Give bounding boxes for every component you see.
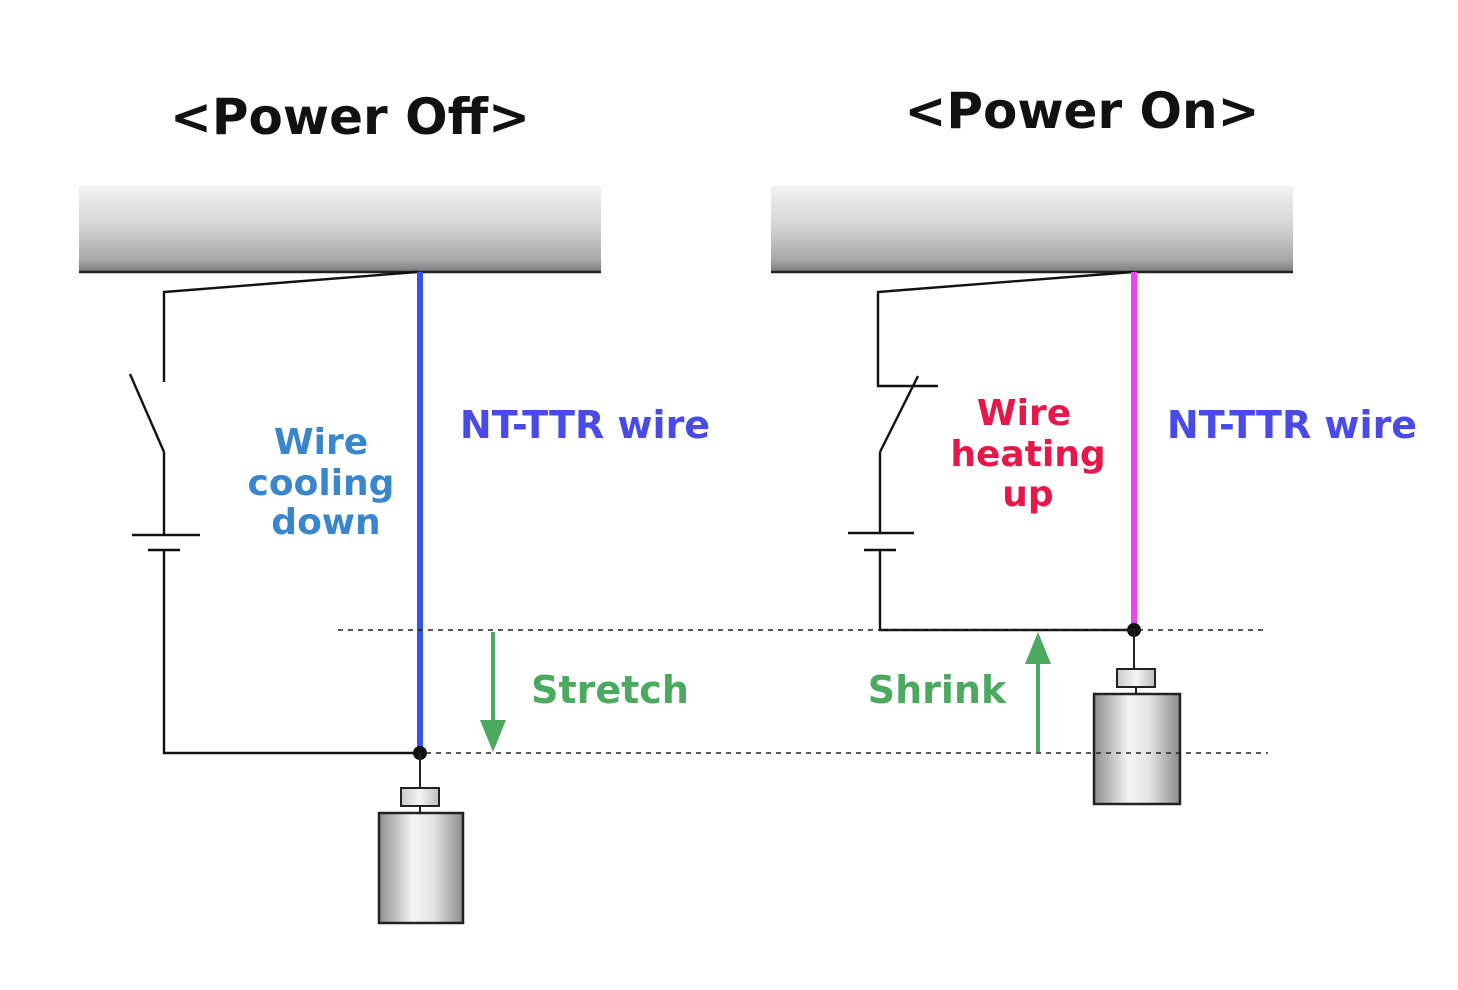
ceiling-bar [771, 186, 1293, 272]
state-line-3: down [271, 502, 380, 543]
shrink-arrow-head [1025, 632, 1051, 664]
nt-ttr-wire-label: NT-TTR wire [460, 403, 710, 447]
closed-switch [878, 375, 920, 453]
weight-cap [400, 787, 440, 807]
circuit-lead-top [876, 270, 1134, 388]
power-on-panel: <Power On> NT-TTR wire Wire heating up S… [771, 82, 1417, 806]
weight-body [1092, 692, 1182, 806]
ceiling-bar [79, 186, 601, 272]
state-line-2: heating [950, 434, 1105, 475]
circuit-lead-bottom [162, 550, 420, 755]
power-on-title: <Power On> [904, 82, 1259, 140]
shrink-label: Shrink [868, 668, 1007, 712]
stretch-label: Stretch [531, 668, 689, 712]
state-line-2: cooling [248, 463, 395, 504]
state-line-3: up [1002, 474, 1053, 515]
stretch-arrow-head [480, 720, 506, 752]
nt-ttr-wire-label: NT-TTR wire [1167, 403, 1417, 447]
weight-body [377, 811, 465, 925]
circuit-lead-bottom [878, 550, 1134, 632]
state-line-1: Wire [274, 422, 368, 463]
power-off-title: <Power Off> [170, 88, 530, 146]
power-off-panel: <Power Off> NT-TTR wire Wire cooling dow… [79, 88, 710, 925]
weight-cap [1116, 668, 1156, 688]
circuit-lead-top [162, 270, 418, 382]
state-line-1: Wire [977, 393, 1071, 434]
open-switch [128, 373, 166, 453]
